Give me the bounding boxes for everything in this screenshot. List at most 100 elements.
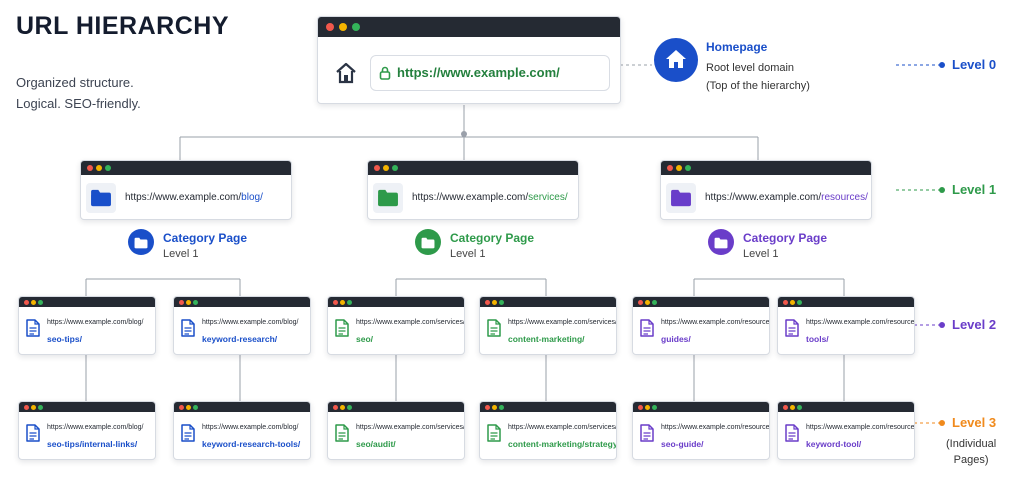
page-url-base: https://www.example.com/services/ xyxy=(508,424,617,431)
level-2-dot xyxy=(939,322,945,328)
page-window-level3-1: https://www.example.com/blog/keyword-res… xyxy=(173,401,311,460)
document-icon xyxy=(335,319,349,337)
level3-note-line-2: Pages) xyxy=(953,454,989,466)
window-titlebar xyxy=(480,297,616,307)
document-icon xyxy=(785,319,799,337)
category-level: Level 1 xyxy=(743,248,779,260)
level3-note: (Individual Pages) xyxy=(946,436,996,468)
url-path: resources/ xyxy=(821,192,868,203)
page-url-path[interactable]: seo/audit/ xyxy=(356,439,396,449)
url-base: https://www.example.com/ xyxy=(125,192,242,203)
subtitle-line-2: Logical. SEO-friendly. xyxy=(16,96,141,111)
window-titlebar xyxy=(174,297,310,307)
category-title: Category Page xyxy=(163,231,248,245)
document-icon xyxy=(487,424,501,442)
category-url[interactable]: https://www.example.com/resources/ xyxy=(705,192,868,203)
category-url[interactable]: https://www.example.com/services/ xyxy=(412,192,568,203)
window-titlebar xyxy=(661,161,871,175)
folder-badge xyxy=(666,183,696,213)
window-titlebar xyxy=(633,297,769,307)
page-window-level3-2: https://www.example.com/services/seo/aud… xyxy=(327,401,465,460)
page-url-base: https://www.example.com/resources/ xyxy=(661,424,770,431)
page-url-path[interactable]: keyword-tool/ xyxy=(806,439,862,449)
folder-badge xyxy=(373,183,403,213)
document-icon xyxy=(26,319,40,337)
window-titlebar xyxy=(368,161,578,175)
page-url-path[interactable]: keyword-research-tools/ xyxy=(202,439,301,449)
page-window-level2-0: https://www.example.com/blog/seo-tips/ xyxy=(18,296,156,355)
document-icon xyxy=(335,424,349,442)
page-window-level3-3: https://www.example.com/services/content… xyxy=(479,401,617,460)
category-window-resources: https://www.example.com/resources/ xyxy=(660,160,872,220)
page-url-path[interactable]: seo-guide/ xyxy=(661,439,704,449)
document-icon xyxy=(640,424,654,442)
category-window-blog: https://www.example.com/blog/ xyxy=(80,160,292,220)
window-titlebar xyxy=(633,402,769,412)
url-base: https://www.example.com/ xyxy=(412,192,529,203)
window-titlebar xyxy=(328,402,464,412)
category-level: Level 1 xyxy=(450,248,486,260)
page-url-base: https://www.example.com/resources/ xyxy=(806,424,915,431)
page-url-path[interactable]: seo-tips/internal-links/ xyxy=(47,439,138,449)
folder-icon xyxy=(91,189,111,207)
page-url-base: https://www.example.com/blog/ xyxy=(47,424,144,431)
page-url-base: https://www.example.com/services/ xyxy=(356,424,465,431)
homepage-desc-1: Root level domain xyxy=(706,62,795,74)
document-icon xyxy=(640,319,654,337)
root-url: https://www.example.com/ xyxy=(397,65,560,80)
category-window-services: https://www.example.com/services/ xyxy=(367,160,579,220)
folder-icon xyxy=(421,237,435,249)
page-url-path[interactable]: content-marketing/strategy/ xyxy=(508,439,617,449)
home-icon xyxy=(336,62,356,84)
window-titlebar xyxy=(328,297,464,307)
page-url-base: https://www.example.com/resources/ xyxy=(806,319,915,326)
folder-badge xyxy=(708,229,734,255)
document-icon xyxy=(487,319,501,337)
page-url-path[interactable]: keyword-research/ xyxy=(202,334,278,344)
folder-icon xyxy=(671,189,691,207)
page-url-base: https://www.example.com/blog/ xyxy=(202,424,299,431)
page-window-level2-4: https://www.example.com/resources/guides… xyxy=(632,296,770,355)
category-level: Level 1 xyxy=(163,248,199,260)
url-base: https://www.example.com/ xyxy=(705,192,822,203)
url-path: services/ xyxy=(528,192,568,203)
level-1-label: Level 1 xyxy=(952,182,997,197)
home-icon xyxy=(666,50,686,68)
page-url-base: https://www.example.com/resources/ xyxy=(661,319,770,326)
window-titlebar xyxy=(19,297,155,307)
window-titlebar xyxy=(81,161,291,175)
page-window-level2-5: https://www.example.com/resources/tools/ xyxy=(777,296,915,355)
window-titlebar xyxy=(480,402,616,412)
page-window-level2-1: https://www.example.com/blog/keyword-res… xyxy=(173,296,311,355)
level-3-label: Level 3 xyxy=(952,415,997,430)
subtitle-line-1: Organized structure. xyxy=(16,75,134,90)
root-window: https://www.example.com/ xyxy=(317,16,621,104)
folder-icon xyxy=(378,189,398,207)
page-url-path[interactable]: tools/ xyxy=(806,334,829,344)
category-title: Category Page xyxy=(743,231,828,245)
folder-badge xyxy=(86,183,116,213)
page-url-path[interactable]: seo-tips/ xyxy=(47,334,82,344)
document-icon xyxy=(26,424,40,442)
level-0-dot xyxy=(939,62,945,68)
folder-icon xyxy=(714,237,728,249)
lock-icon xyxy=(379,66,391,80)
root-url-bar[interactable]: https://www.example.com/ xyxy=(370,55,610,91)
document-icon xyxy=(181,424,195,442)
homepage-badge xyxy=(654,38,698,82)
window-titlebar xyxy=(778,402,914,412)
window-titlebar xyxy=(318,17,620,37)
category-url[interactable]: https://www.example.com/blog/ xyxy=(125,192,263,203)
folder-icon xyxy=(134,237,148,249)
folder-badge xyxy=(415,229,441,255)
page-url-path[interactable]: seo/ xyxy=(356,334,374,344)
page-url-path[interactable]: content-marketing/ xyxy=(508,334,585,344)
url-path: blog/ xyxy=(241,192,263,203)
category-title: Category Page xyxy=(450,231,535,245)
document-icon xyxy=(181,319,195,337)
page-url-path[interactable]: guides/ xyxy=(661,334,691,344)
level-1-dot xyxy=(939,187,945,193)
